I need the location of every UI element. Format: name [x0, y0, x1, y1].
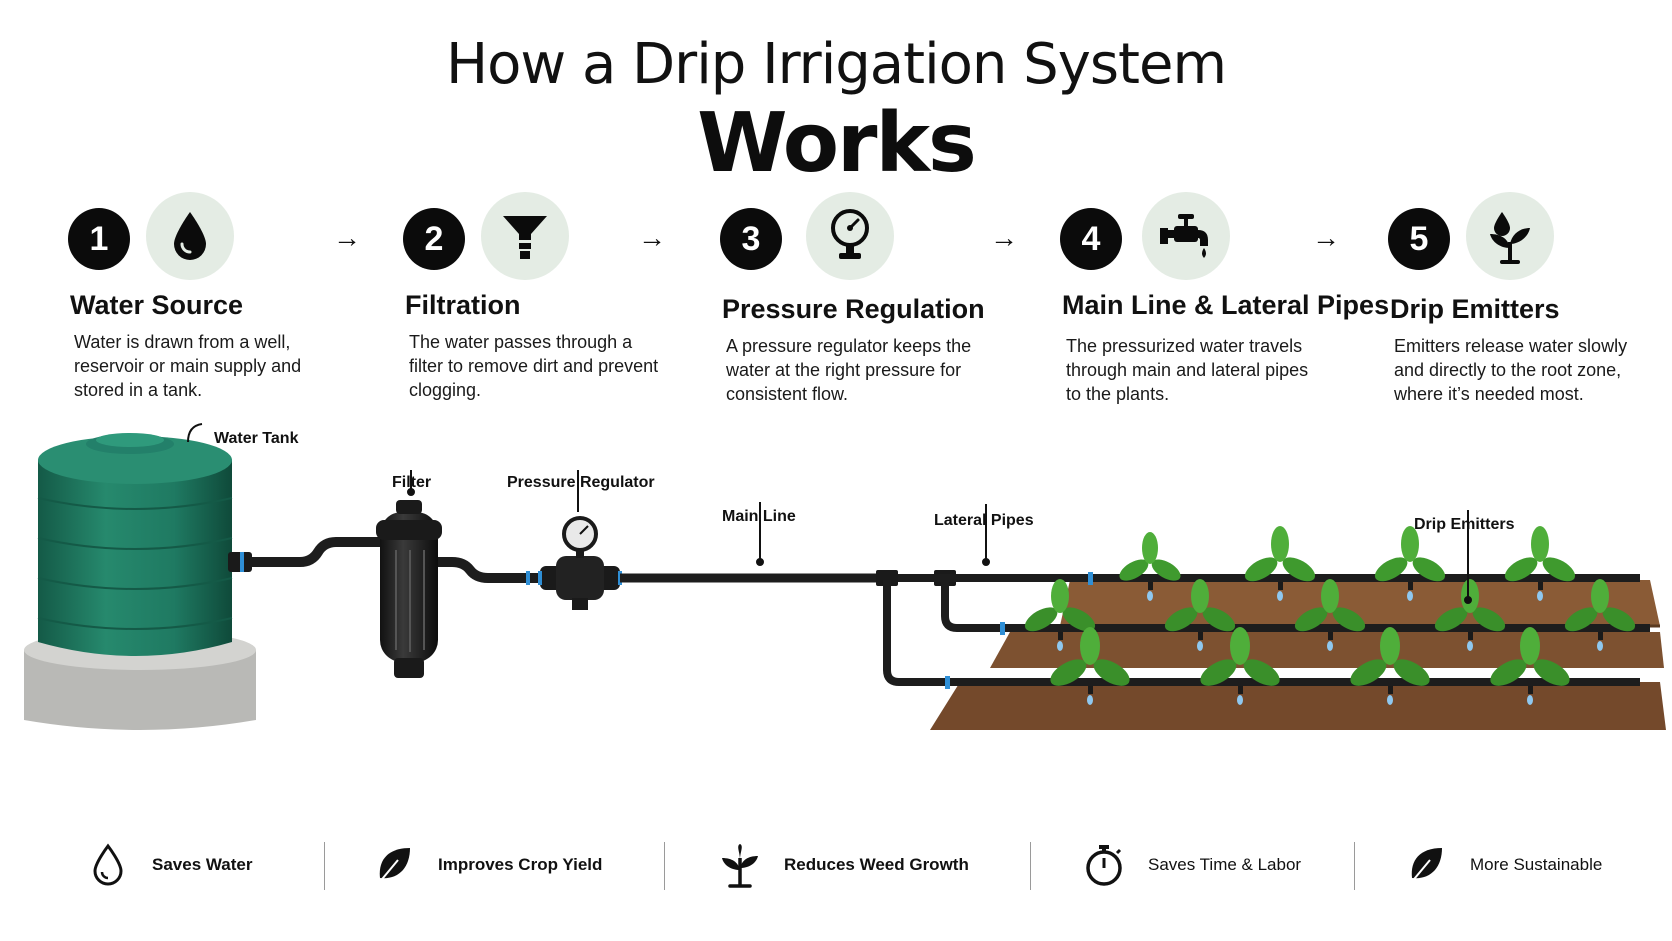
label-water-tank: Water Tank	[214, 430, 299, 447]
step-heading: Filtration	[405, 290, 521, 320]
step-heading: Water Source	[70, 290, 244, 320]
water-tank	[37, 433, 233, 656]
water-drops	[1057, 591, 1603, 705]
stopwatch-icon	[1082, 843, 1126, 887]
divider	[324, 842, 325, 890]
divider	[1354, 842, 1355, 890]
step-number: 1	[68, 208, 130, 270]
plants-row-3	[1050, 627, 1570, 686]
soil-beds	[930, 580, 1666, 730]
benefit-more-sustainable: More Sustainable	[1404, 830, 1602, 900]
benefit-label: More Sustainable	[1470, 855, 1603, 874]
arrow-right-icon: →	[638, 222, 666, 253]
step-number: 4	[1060, 208, 1122, 270]
leaf-icon	[372, 843, 416, 887]
label-pressure-regulator: Pressure Regulator	[507, 474, 655, 491]
arrow-right-icon: →	[1312, 222, 1340, 253]
drip-emitters	[1058, 582, 1603, 694]
benefits-bar: Saves Water Improves Crop Yield Reduces …	[0, 830, 1672, 900]
arrow-right-icon: →	[333, 222, 361, 253]
benefit-label: Improves Crop Yield	[438, 855, 603, 874]
plants-row-2	[1024, 579, 1636, 632]
pressure-gauge-icon	[806, 192, 894, 280]
pressure-regulator	[538, 516, 622, 610]
plants-row-1	[1119, 526, 1576, 582]
benefit-reduces-weed-growth: Reduces Weed Growth	[718, 830, 969, 900]
arrow-right-icon: →	[990, 222, 1018, 253]
step-heading: Drip Emitters	[1390, 294, 1560, 324]
divider	[1030, 842, 1031, 890]
benefit-label: Reduces Weed Growth	[784, 855, 969, 874]
step-heading: Pressure Regulation	[722, 294, 985, 324]
label-filter: Filter	[392, 474, 432, 491]
page-title-line2: Works	[697, 96, 977, 191]
label-main-line: Main Line	[722, 508, 796, 525]
step-description: The pressurized water travels through ma…	[1066, 336, 1309, 404]
page-title-line1: How a Drip Irrigation System	[445, 32, 1227, 97]
step-description: Water is drawn from a well, reservoir or…	[74, 332, 302, 400]
leaf-icon	[1404, 843, 1448, 887]
step-description: The water passes through a filter to rem…	[409, 332, 659, 400]
benefit-saves-time-labor: Saves Time & Labor	[1082, 830, 1301, 900]
step-description: A pressure regulator keeps the water at …	[726, 336, 972, 404]
tee-connector	[876, 570, 898, 586]
divider	[664, 842, 665, 890]
faucet-icon	[1142, 192, 1230, 280]
pipe-tank-to-filter	[228, 537, 380, 572]
label-drip-emitters: Drip Emitters	[1414, 516, 1515, 533]
step-number: 3	[720, 208, 782, 270]
benefit-improves-crop-yield: Improves Crop Yield	[372, 830, 602, 900]
filter	[376, 500, 442, 678]
leader-lines	[187, 423, 1472, 604]
pipe-filter-to-regulator	[438, 557, 540, 583]
step-description: Emitters release water slowly and direct…	[1394, 336, 1628, 404]
water-drop-icon	[146, 192, 234, 280]
step-number: 5	[1388, 208, 1450, 270]
funnel-icon	[481, 192, 569, 280]
connector	[526, 571, 530, 585]
sprout-drop-icon	[1466, 192, 1554, 280]
water-drop-outline-icon	[86, 843, 130, 887]
label-lateral-pipes: Lateral Pipes	[934, 512, 1034, 529]
step-number: 2	[403, 208, 465, 270]
sprout-icon	[718, 843, 762, 888]
step-heading: Main Line & Lateral Pipes	[1062, 290, 1390, 320]
benefit-saves-water: Saves Water	[86, 830, 252, 900]
benefit-label: Saves Time & Labor	[1148, 855, 1302, 874]
irrigation-diagram	[24, 423, 1666, 730]
benefit-label: Saves Water	[152, 855, 253, 874]
